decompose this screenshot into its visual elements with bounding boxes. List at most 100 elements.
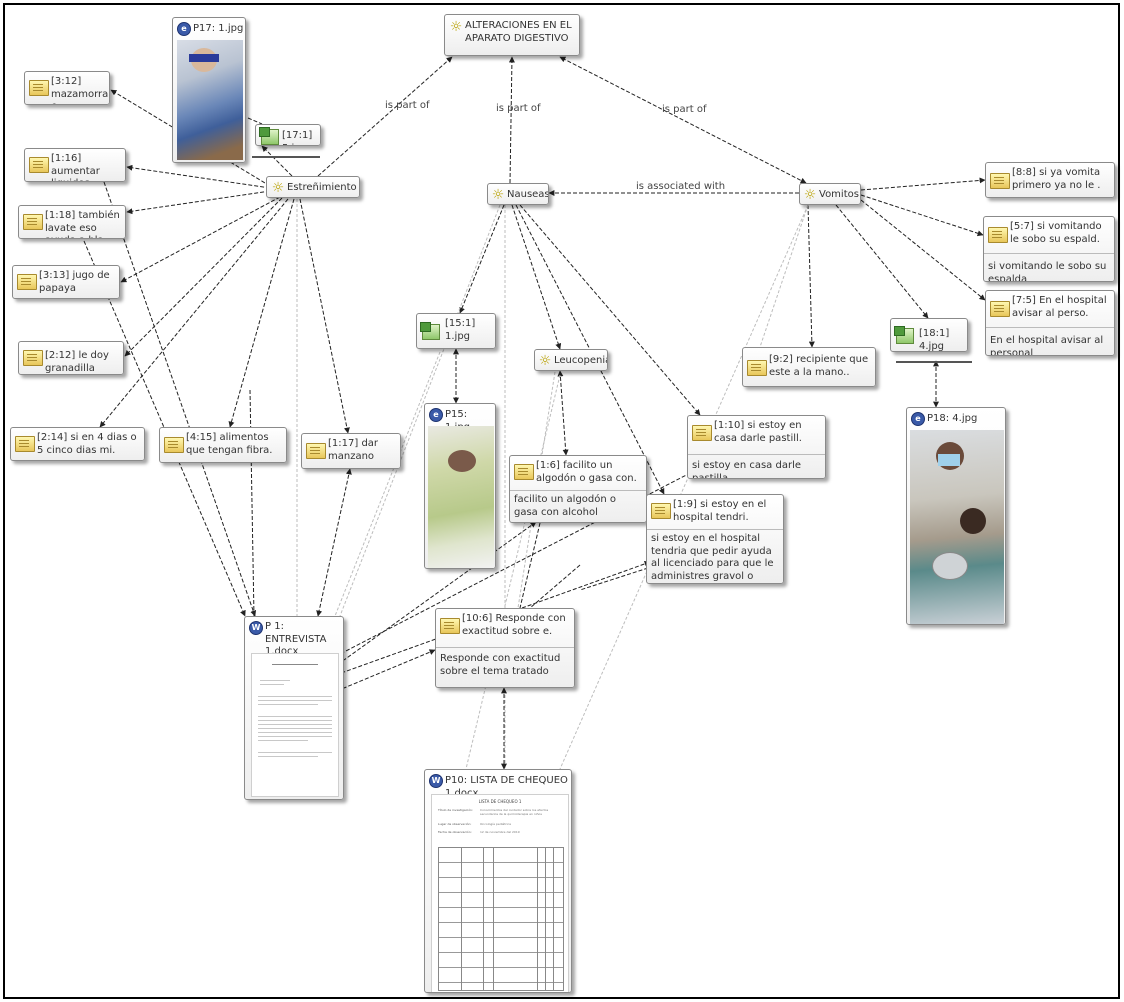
code-node-vomitos[interactable]: ☼ Vomitos (799, 183, 861, 205)
edge-14 (459, 204, 505, 314)
quote-node[interactable]: [2:14] si en 4 dias o 5 cinco dias mi. (10, 427, 145, 461)
quote-label: [9:2] recipiente que este a la mano.. (769, 354, 869, 378)
quote-full-text: si vomitando le sobo su espalda (988, 261, 1107, 282)
document-node-p1[interactable]: W P 1: ENTREVISTA 1.docx (244, 616, 344, 800)
quote-label: [2:12] le doy granadilla (45, 350, 109, 374)
document-preview (251, 653, 339, 797)
quote-icon (990, 301, 1010, 317)
checklist-row-label: Título de investigación: (438, 808, 473, 812)
code-icon: ☼ (449, 19, 463, 35)
quote-label: [1:9] si estoy en el hospital tendri. (673, 499, 767, 523)
edge-34 (339, 204, 501, 617)
document-icon: e (177, 22, 191, 36)
edge-29 (103, 181, 257, 617)
edge-40 (579, 567, 649, 591)
quote-full-text: facilito un algodón o gasa con alcohol (514, 494, 617, 518)
quote-node[interactable]: [8:8] si ya vomita primero ya no le . (985, 162, 1115, 198)
quote-node[interactable]: [1:17] dar manzano (301, 433, 401, 469)
edge-7 (120, 196, 281, 283)
edge-28 (465, 374, 561, 770)
quote-label: [1:10] si estoy en casa darle pastill. (714, 420, 802, 444)
quote-icon (23, 350, 43, 366)
quote-node[interactable]: [1:16] aumentar liquidos (24, 148, 126, 182)
quote-node[interactable]: [5:7] si vomitando le sobo su espald. si… (983, 216, 1115, 282)
edge-26 (557, 370, 569, 456)
quote-node[interactable]: [10:6] Responde con exactitud sobre e. R… (435, 608, 575, 688)
quote-node[interactable]: [9:2] recipiente que este a la mano.. (742, 347, 876, 387)
code-node-nauseas[interactable]: ☼ Nauseas (487, 183, 549, 205)
edge-35 (334, 351, 441, 617)
quote-icon (747, 360, 767, 376)
quote-node[interactable]: [4:15] alimentos que tengan fibra. (159, 427, 287, 463)
code-icon: ☼ (491, 187, 505, 203)
quote-node[interactable]: [2:12] le doy granadilla (18, 341, 124, 375)
quote-label: [8:8] si ya vomita primero ya no le . (1012, 167, 1101, 191)
quote-icon (692, 425, 712, 441)
code-node-leucopenia[interactable]: ☼ Leucopenia (534, 349, 608, 371)
quote-node[interactable]: [1:10] si estoy en casa darle pastill. s… (687, 415, 826, 479)
quote-node[interactable]: [7:5] En el hospital avisar al perso. En… (985, 290, 1115, 356)
edge-8 (124, 197, 283, 357)
image-quote-label: [18:1] 4.jpg (919, 328, 950, 352)
quote-icon (651, 503, 671, 519)
code-icon: ☼ (271, 180, 285, 196)
edge-22 (860, 194, 984, 237)
edge-23 (860, 199, 986, 301)
quote-label: [4:15] alimentos que tengan fibra. (186, 432, 273, 456)
checklist-row-value: Conocimientos del cuidador sobre los efe… (480, 808, 549, 816)
quote-icon (15, 436, 35, 452)
checklist-row-value: Oncología pediátrica (480, 822, 512, 826)
image-quote-node[interactable]: [15:1] 1.jpg (416, 313, 496, 349)
underbar (896, 361, 972, 363)
quote-node[interactable]: [3:13] jugo de papaya (12, 265, 120, 299)
quote-node[interactable]: [1:6] facilito un algodón o gasa con. fa… (509, 455, 647, 523)
document-icon: W (429, 774, 443, 788)
quote-node[interactable]: [1:18] también lavate eso ayuda a bla. (18, 205, 126, 239)
edge-44 (529, 564, 581, 609)
edge-43 (519, 522, 541, 609)
document-label: P17: 1.jpg (193, 23, 244, 34)
code-label: Nauseas (507, 189, 549, 200)
document-node-p10[interactable]: W P10: LISTA DE CHEQUEO 1.docx LISTA DE … (424, 769, 572, 993)
quote-full-text: Responde con exactitud sobre el tema tra… (440, 653, 561, 677)
document-icon: W (249, 621, 263, 635)
quote-node[interactable]: [1:9] si estoy en el hospital tendri. si… (646, 494, 784, 584)
document-node-p18[interactable]: e P18: 4.jpg (906, 407, 1006, 625)
quote-icon (23, 214, 43, 230)
edge-0 (317, 56, 453, 177)
code-label: Vomitos (819, 189, 859, 200)
quote-icon (29, 80, 49, 96)
code-node-alteraciones[interactable]: ☼ ALTERACIONES EN EL APARATO DIGESTIVO (444, 14, 580, 56)
divider (688, 454, 825, 455)
photo-caregiver-child (910, 430, 1004, 624)
relation-label-part-of: is part of (496, 103, 541, 114)
edge-45 (249, 389, 255, 618)
edge-41 (343, 649, 436, 689)
quote-label: [2:14] si en 4 dias o 5 cinco dias mi. (37, 432, 137, 456)
checklist-row-label: Fecha de observación: (438, 830, 472, 834)
divider (436, 647, 574, 648)
edge-5 (126, 164, 271, 189)
document-node-p15[interactable]: e P15: 1.jpg (424, 403, 496, 569)
code-icon: ☼ (803, 187, 817, 203)
image-quote-label: [17:1] 5.jpg (282, 130, 313, 145)
edge-31 (316, 468, 352, 617)
checklist-row-label: Lugar de observación: (438, 822, 472, 826)
image-quote-node[interactable]: [18:1] 4.jpg (890, 318, 968, 352)
document-node-p17[interactable]: e P17: 1.jpg (172, 17, 246, 163)
image-quote-label: [15:1] 1.jpg (445, 318, 476, 342)
code-node-estrenimiento[interactable]: ☼ Estreñimiento (266, 176, 360, 198)
divider (510, 490, 646, 491)
image-quote-node[interactable]: [17:1] 5.jpg (255, 124, 321, 146)
quote-icon (306, 443, 326, 459)
quote-node[interactable]: [3:12] mazamorra e guindones (24, 71, 110, 105)
code-label: Estreñimiento (287, 182, 357, 193)
edge-20 (835, 204, 929, 319)
document-label: P10: LISTA DE CHEQUEO 1.docx (445, 775, 568, 799)
document-label: P18: 4.jpg (927, 413, 978, 424)
quote-full-text: si estoy en casa darle pastilla (692, 460, 801, 479)
quote-label: [3:12] mazamorra e guindones (51, 76, 109, 104)
divider (984, 253, 1114, 254)
edge-6 (126, 190, 271, 215)
relation-label-part-of: is part of (662, 104, 707, 115)
